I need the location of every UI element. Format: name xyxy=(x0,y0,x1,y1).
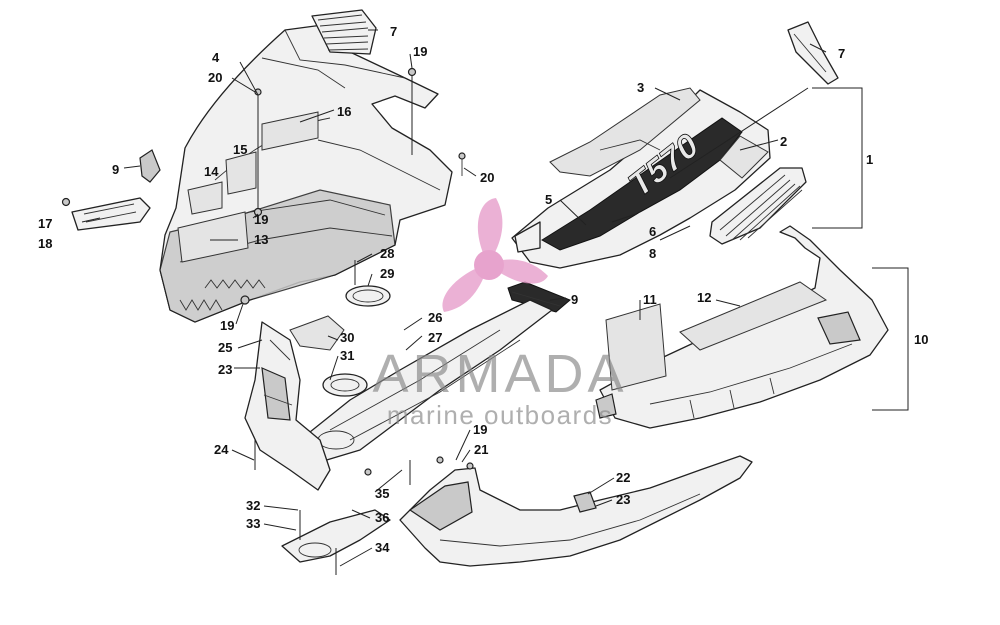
callout-33: 33 xyxy=(246,516,260,531)
armada-watermark: ARMADA marine outboards xyxy=(372,198,627,430)
leader-lines xyxy=(81,29,827,567)
callout-36: 36 xyxy=(375,510,389,525)
callout-29: 29 xyxy=(380,266,394,281)
callout-5: 5 xyxy=(545,192,552,207)
callout-23a: 23 xyxy=(616,492,630,507)
trim-piece-7 xyxy=(787,21,839,85)
decal-15 xyxy=(225,151,257,195)
decal-12 xyxy=(679,281,828,351)
callout-16: 16 xyxy=(337,104,351,119)
callout-13: 13 xyxy=(254,232,268,247)
callout-24: 24 xyxy=(214,442,229,457)
callout-17: 17 xyxy=(38,216,52,231)
watermark-brand: ARMADA xyxy=(372,344,627,404)
belly-pan xyxy=(399,455,753,567)
callout-6: 6 xyxy=(649,224,656,239)
callout-3: 3 xyxy=(637,80,644,95)
callout-14: 14 xyxy=(204,164,219,179)
decal-3 xyxy=(549,87,701,177)
callout-9b: 9 xyxy=(571,292,578,307)
callout-19b: 19 xyxy=(254,212,268,227)
vent-grille-top xyxy=(311,9,377,55)
callout-7b: 7 xyxy=(838,46,845,61)
callout-21: 21 xyxy=(474,442,488,457)
callout-19c: 19 xyxy=(220,318,234,333)
lower-airbox xyxy=(281,509,391,575)
callout-8: 8 xyxy=(649,246,656,261)
callout-19d: 19 xyxy=(473,422,487,437)
callout-15: 15 xyxy=(233,142,247,157)
callout-10: 10 xyxy=(914,332,928,347)
decal-16 xyxy=(261,111,319,151)
callout-35: 35 xyxy=(375,486,389,501)
pad-30 xyxy=(289,315,345,351)
callout-23b: 23 xyxy=(218,362,232,377)
callout-7a: 7 xyxy=(390,24,397,39)
side-light-left xyxy=(139,149,161,183)
mount-bracket xyxy=(71,197,151,231)
callout-1: 1 xyxy=(866,152,873,167)
callout-25: 25 xyxy=(218,340,232,355)
hood-nose-assembly xyxy=(61,9,466,323)
watermark-tagline: marine outboards xyxy=(387,400,613,430)
callout-19a: 19 xyxy=(413,44,427,59)
decal-2 xyxy=(719,135,769,179)
inner-frame-assembly xyxy=(289,260,553,476)
callout-32: 32 xyxy=(246,498,260,513)
side-panel-assembly xyxy=(595,225,909,429)
callout-28: 28 xyxy=(380,246,394,261)
top-cover-assembly: T570 xyxy=(507,21,863,313)
callout-26: 26 xyxy=(428,310,442,325)
callout-18: 18 xyxy=(38,236,52,251)
callout-4: 4 xyxy=(212,50,220,65)
callout-12: 12 xyxy=(697,290,711,305)
decal-13 xyxy=(177,211,249,263)
callout-9a: 9 xyxy=(112,162,119,177)
callout-34: 34 xyxy=(375,540,390,555)
callout-20a: 20 xyxy=(208,70,222,85)
decal-14 xyxy=(187,181,223,215)
propeller-logo xyxy=(442,198,548,312)
callout-labels: 1 2 3 4 5 6 7 7 8 9 9 10 11 12 13 14 15 … xyxy=(38,24,928,555)
callout-30: 30 xyxy=(340,330,354,345)
callout-31: 31 xyxy=(340,348,354,363)
callout-11: 11 xyxy=(643,292,657,307)
callout-20b: 20 xyxy=(480,170,494,185)
side-vent xyxy=(817,311,861,345)
decal-11 xyxy=(605,303,667,391)
decal-t570 xyxy=(541,117,743,251)
callout-2: 2 xyxy=(780,134,787,149)
callout-22: 22 xyxy=(616,470,630,485)
callout-27: 27 xyxy=(428,330,442,345)
side-duct-assembly xyxy=(244,321,331,491)
